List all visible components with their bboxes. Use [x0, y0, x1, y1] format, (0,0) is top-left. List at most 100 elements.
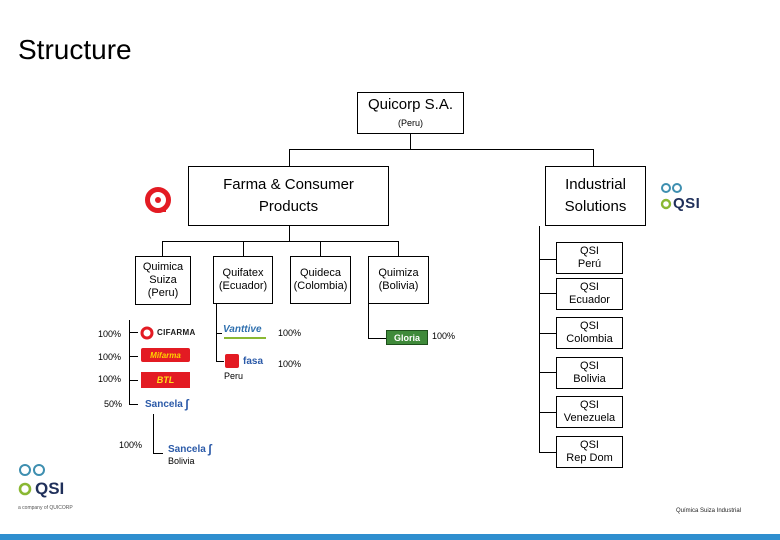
- industrial-node: Industrial Solutions: [545, 166, 646, 226]
- sancela-logo-text: Sancela: [145, 398, 183, 410]
- footer-qsi-logo-text: QSI: [35, 479, 65, 498]
- connector: [129, 356, 138, 357]
- connector: [153, 414, 154, 454]
- quimiza-line2: (Bolivia): [378, 280, 419, 292]
- connector: [368, 338, 386, 339]
- farma-line2: Products: [258, 198, 319, 215]
- root-name: Quicorp S.A.: [367, 96, 454, 113]
- vanttive-logo: Vanttive: [223, 324, 269, 341]
- qsi-colombia-node: QSI Colombia: [556, 317, 623, 349]
- footer-company-name: Química Suiza Industrial: [676, 508, 742, 514]
- connector: [539, 293, 556, 294]
- fasa-mark-icon: [225, 354, 239, 368]
- sancela-bolivia-logo: Sancela ʃ: [168, 441, 220, 457]
- qsi-ecuador-node: QSI Ecuador: [556, 278, 623, 310]
- connector: [539, 259, 556, 260]
- quifatex-line1: Quifatex: [222, 267, 264, 279]
- qsi-venezuela-node: QSI Venezuela: [556, 396, 623, 428]
- qsi-bolivia-line2: Bolivia: [573, 373, 606, 385]
- percent-sancela-bolivia: 100%: [119, 440, 143, 450]
- quideca-line2: (Colombia): [293, 280, 348, 292]
- connector: [289, 149, 594, 150]
- connector: [153, 453, 163, 454]
- mifarma-logo-text: Mifarma: [150, 350, 181, 360]
- quimiza-node: Quimiza (Bolivia): [368, 256, 429, 304]
- percent-cifarma: 100%: [98, 329, 122, 339]
- gloria-logo: Gloria: [386, 330, 428, 345]
- footer-qsi-tagline: a company of QUICORP: [18, 505, 73, 511]
- qsi-peru-line2: Perú: [577, 258, 602, 270]
- quimica-line1: Quimica: [142, 261, 184, 273]
- industrial-line1: Industrial: [565, 176, 626, 193]
- connector: [539, 226, 540, 452]
- qsi-peru-node: QSI Perú: [556, 242, 623, 274]
- btl-logo: BTL: [141, 372, 190, 388]
- connector: [162, 241, 163, 256]
- quideca-node: Quideca (Colombia): [290, 256, 351, 304]
- fasa-logo-text: fasa: [243, 355, 264, 367]
- qsi-bolivia-node: QSI Bolivia: [556, 357, 623, 389]
- connector: [539, 372, 556, 373]
- qsi-venezuela-line2: Venezuela: [563, 412, 616, 424]
- connector: [129, 404, 138, 405]
- connector: [410, 133, 411, 150]
- qsi-ecuador-line1: QSI: [580, 281, 599, 293]
- vanttive-logo-text: Vanttive: [223, 324, 262, 335]
- btl-logo-text: BTL: [156, 375, 175, 385]
- page-title: Structure: [18, 34, 132, 65]
- qsi-repdom-line2: Rep Dom: [566, 452, 613, 464]
- industrial-line2: Solutions: [564, 198, 627, 215]
- connector: [593, 149, 594, 166]
- qsi-colombia-line2: Colombia: [566, 333, 613, 345]
- quimica-suiza-node: Quimica Suiza (Peru): [135, 256, 191, 305]
- connector: [243, 241, 244, 256]
- quifatex-node: Quifatex (Ecuador): [213, 256, 273, 304]
- caption-bolivia: Bolivia: [168, 456, 195, 466]
- connector: [320, 241, 321, 256]
- connector: [216, 333, 222, 334]
- connector: [129, 380, 138, 381]
- qsi-colombia-line1: QSI: [580, 320, 599, 332]
- vanttive-underline: [224, 337, 266, 339]
- percent-mifarma: 100%: [98, 352, 122, 362]
- percent-btl: 100%: [98, 374, 122, 384]
- cifarma-logo-text: CIFARMA: [157, 328, 196, 337]
- connector: [398, 241, 399, 256]
- quimiza-line1: Quimiza: [378, 267, 419, 279]
- qsi-logo-text: QSI: [673, 195, 701, 212]
- footer-qsi-logo-icon: QSI: [18, 462, 78, 502]
- connector: [368, 304, 369, 339]
- connector: [539, 412, 556, 413]
- percent-fasa: 100%: [278, 359, 302, 369]
- root-country: (Peru): [397, 118, 423, 128]
- cifarma-logo: CIFARMA: [140, 325, 200, 340]
- connector: [289, 226, 290, 242]
- qsi-ecuador-line2: Ecuador: [569, 294, 610, 306]
- qsi-repdom-line1: QSI: [580, 439, 599, 451]
- percent-gloria: 100%: [432, 331, 456, 341]
- quimica-line3: (Peru): [147, 287, 179, 299]
- qsi-bolivia-line1: QSI: [580, 360, 599, 372]
- connector: [539, 333, 556, 334]
- quifatex-line2: (Ecuador): [218, 280, 268, 292]
- sancela-logo: Sancela ʃ: [145, 396, 197, 412]
- connector: [129, 320, 130, 405]
- root-node: Quicorp S.A. (Peru): [357, 92, 464, 134]
- sancela-bolivia-logo-text: Sancela: [168, 443, 206, 455]
- connector: [129, 332, 138, 333]
- mifarma-logo: Mifarma: [141, 348, 190, 362]
- quicorp-logo-icon: [144, 186, 172, 214]
- connector: [162, 241, 399, 242]
- qsi-repdom-node: QSI Rep Dom: [556, 436, 623, 468]
- fasa-logo: fasa: [225, 353, 273, 369]
- qsi-logo-icon: QSI: [660, 181, 708, 215]
- qsi-venezuela-line1: QSI: [580, 399, 599, 411]
- farma-line1: Farma & Consumer: [223, 176, 354, 193]
- connector: [539, 452, 556, 453]
- sancela-swirl-icon: ʃ: [184, 397, 189, 411]
- quideca-line1: Quideca: [300, 267, 341, 279]
- farma-node: Farma & Consumer Products: [188, 166, 389, 226]
- bottom-bar: [0, 534, 780, 540]
- percent-sancela: 50%: [104, 399, 123, 409]
- qsi-peru-line1: QSI: [580, 245, 599, 257]
